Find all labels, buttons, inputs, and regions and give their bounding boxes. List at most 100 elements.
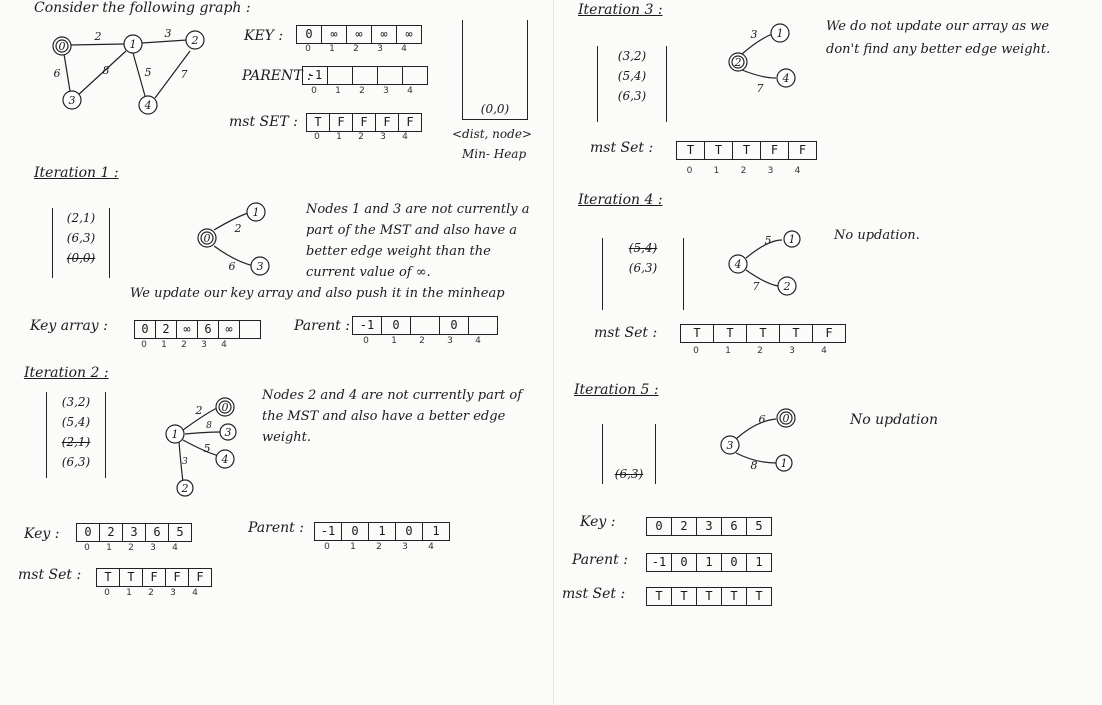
index-label: 3 bbox=[789, 346, 795, 356]
heap-entry: (5,4) bbox=[61, 415, 91, 429]
iter1-key-cell: 0 bbox=[134, 320, 156, 339]
intro-title: Consider the following graph : bbox=[34, 0, 251, 16]
iter1-parent-cell: 0 bbox=[382, 316, 411, 335]
tree3-root: 2 bbox=[734, 56, 742, 69]
intro-parent-cell bbox=[378, 66, 403, 85]
iter2-key-cell: 6 bbox=[146, 523, 169, 542]
tree3-child-1: 1 bbox=[777, 27, 784, 40]
tree5-child-0: 0 bbox=[783, 412, 790, 425]
iter5-mstset-cell: T bbox=[722, 587, 747, 606]
iteration-3-minheap: (3,2)(5,4)(6,3) bbox=[597, 46, 667, 122]
iter5-parent-cell: 0 bbox=[722, 553, 747, 572]
iter2-parent-cell: 0 bbox=[396, 522, 423, 541]
heap-entry: (6,3) bbox=[66, 231, 96, 245]
index-label: 3 bbox=[383, 86, 389, 96]
graph-node-1: 1 bbox=[130, 38, 137, 51]
heap-entry: (5,4) bbox=[617, 69, 647, 83]
iter2-parent-cell: 1 bbox=[423, 522, 450, 541]
iter5-mstset-cell: T bbox=[697, 587, 722, 606]
tree4-root: 4 bbox=[734, 258, 742, 271]
index-label: 1 bbox=[335, 86, 341, 96]
iteration-4-note: No updation. bbox=[834, 228, 920, 243]
iter5-mstset-cell: T bbox=[646, 587, 672, 606]
tree4-child-2: 2 bbox=[783, 280, 791, 293]
iteration-5-parent-label: Parent : bbox=[572, 552, 628, 568]
iter2-key-cell: 0 bbox=[76, 523, 100, 542]
iter2-mstset-cell: T bbox=[120, 568, 143, 587]
tree1-weight-3: 6 bbox=[229, 260, 236, 273]
iter5-key-cell: 2 bbox=[672, 517, 697, 536]
index-label: 2 bbox=[757, 346, 763, 356]
heap-entry: (3,2) bbox=[61, 395, 91, 409]
intro-graph: 0 1 2 3 4 2 3 6 8 5 7 bbox=[52, 27, 205, 115]
heap-entry: (6,3) bbox=[628, 261, 658, 275]
iteration-2-tree: 1 0 3 4 2 2 8 5 3 bbox=[165, 397, 237, 497]
intro-mstset-cell: F bbox=[353, 113, 376, 132]
iter1-parent-cell bbox=[469, 316, 498, 335]
iter4-mstset-cell: T bbox=[680, 324, 714, 343]
index-label: 1 bbox=[329, 44, 335, 54]
index-label: 4 bbox=[221, 340, 227, 350]
index-label: 1 bbox=[725, 346, 731, 356]
index-label: 1 bbox=[336, 132, 342, 142]
heap-entry: (3,2) bbox=[617, 49, 647, 63]
heap-entry: (5,4) bbox=[628, 241, 658, 255]
index-label: 4 bbox=[821, 346, 827, 356]
intro-mstset-label: mst SET : bbox=[229, 114, 298, 130]
tree5-weight-0: 6 bbox=[759, 413, 766, 426]
iter5-parent-cell: -1 bbox=[646, 553, 672, 572]
iter2-mstset-cell: F bbox=[143, 568, 166, 587]
index-label: 3 bbox=[170, 588, 176, 598]
index-label: 2 bbox=[359, 86, 365, 96]
iter5-parent-cell: 1 bbox=[747, 553, 772, 572]
intro-parent-label: PARENT : bbox=[242, 68, 312, 84]
intro-key-cell: ∞ bbox=[397, 25, 422, 44]
index-label: 3 bbox=[380, 132, 386, 142]
tree2-root: 1 bbox=[172, 428, 179, 441]
index-label: 0 bbox=[311, 86, 317, 96]
iter1-key-cell: 6 bbox=[198, 320, 219, 339]
iter1-key-cell: ∞ bbox=[177, 320, 198, 339]
iteration-2-key-label: Key : bbox=[24, 526, 60, 542]
heap-entry: (0,0) bbox=[480, 102, 510, 116]
iteration-4-tree: 4 1 2 5 7 bbox=[728, 230, 801, 296]
index-label: 1 bbox=[350, 542, 356, 552]
heap-entry: (6,3) bbox=[614, 467, 644, 481]
iteration-1-key-label: Key array : bbox=[30, 318, 108, 334]
iter4-mstset-cell: T bbox=[747, 324, 780, 343]
index-label: 4 bbox=[475, 336, 481, 346]
tree2-child-0: 0 bbox=[222, 401, 229, 414]
index-label: 3 bbox=[402, 542, 408, 552]
iter3-mstset-cell: T bbox=[705, 141, 733, 160]
tree1-weight-1: 2 bbox=[234, 222, 242, 235]
iter3-mstset-cell: T bbox=[676, 141, 705, 160]
intro-key-cell: 0 bbox=[296, 25, 322, 44]
iter5-key-cell: 3 bbox=[697, 517, 722, 536]
index-label: 2 bbox=[419, 336, 425, 346]
tree3-weight-4: 7 bbox=[757, 82, 764, 95]
intro-mstset-cell: F bbox=[399, 113, 422, 132]
iteration-5-key-label: Key : bbox=[580, 514, 616, 530]
iter5-mstset-cell: T bbox=[747, 587, 772, 606]
index-label: 2 bbox=[128, 543, 134, 553]
iteration-5-title: Iteration 5 : bbox=[574, 382, 659, 398]
iter1-parent-cell: -1 bbox=[352, 316, 382, 335]
index-label: 1 bbox=[391, 336, 397, 346]
graph-node-3: 3 bbox=[69, 94, 76, 107]
index-label: 4 bbox=[402, 132, 408, 142]
iter2-mstset-cell: T bbox=[96, 568, 120, 587]
iter2-mstset-cell: F bbox=[189, 568, 212, 587]
heap-entry: (0,0) bbox=[66, 251, 96, 265]
